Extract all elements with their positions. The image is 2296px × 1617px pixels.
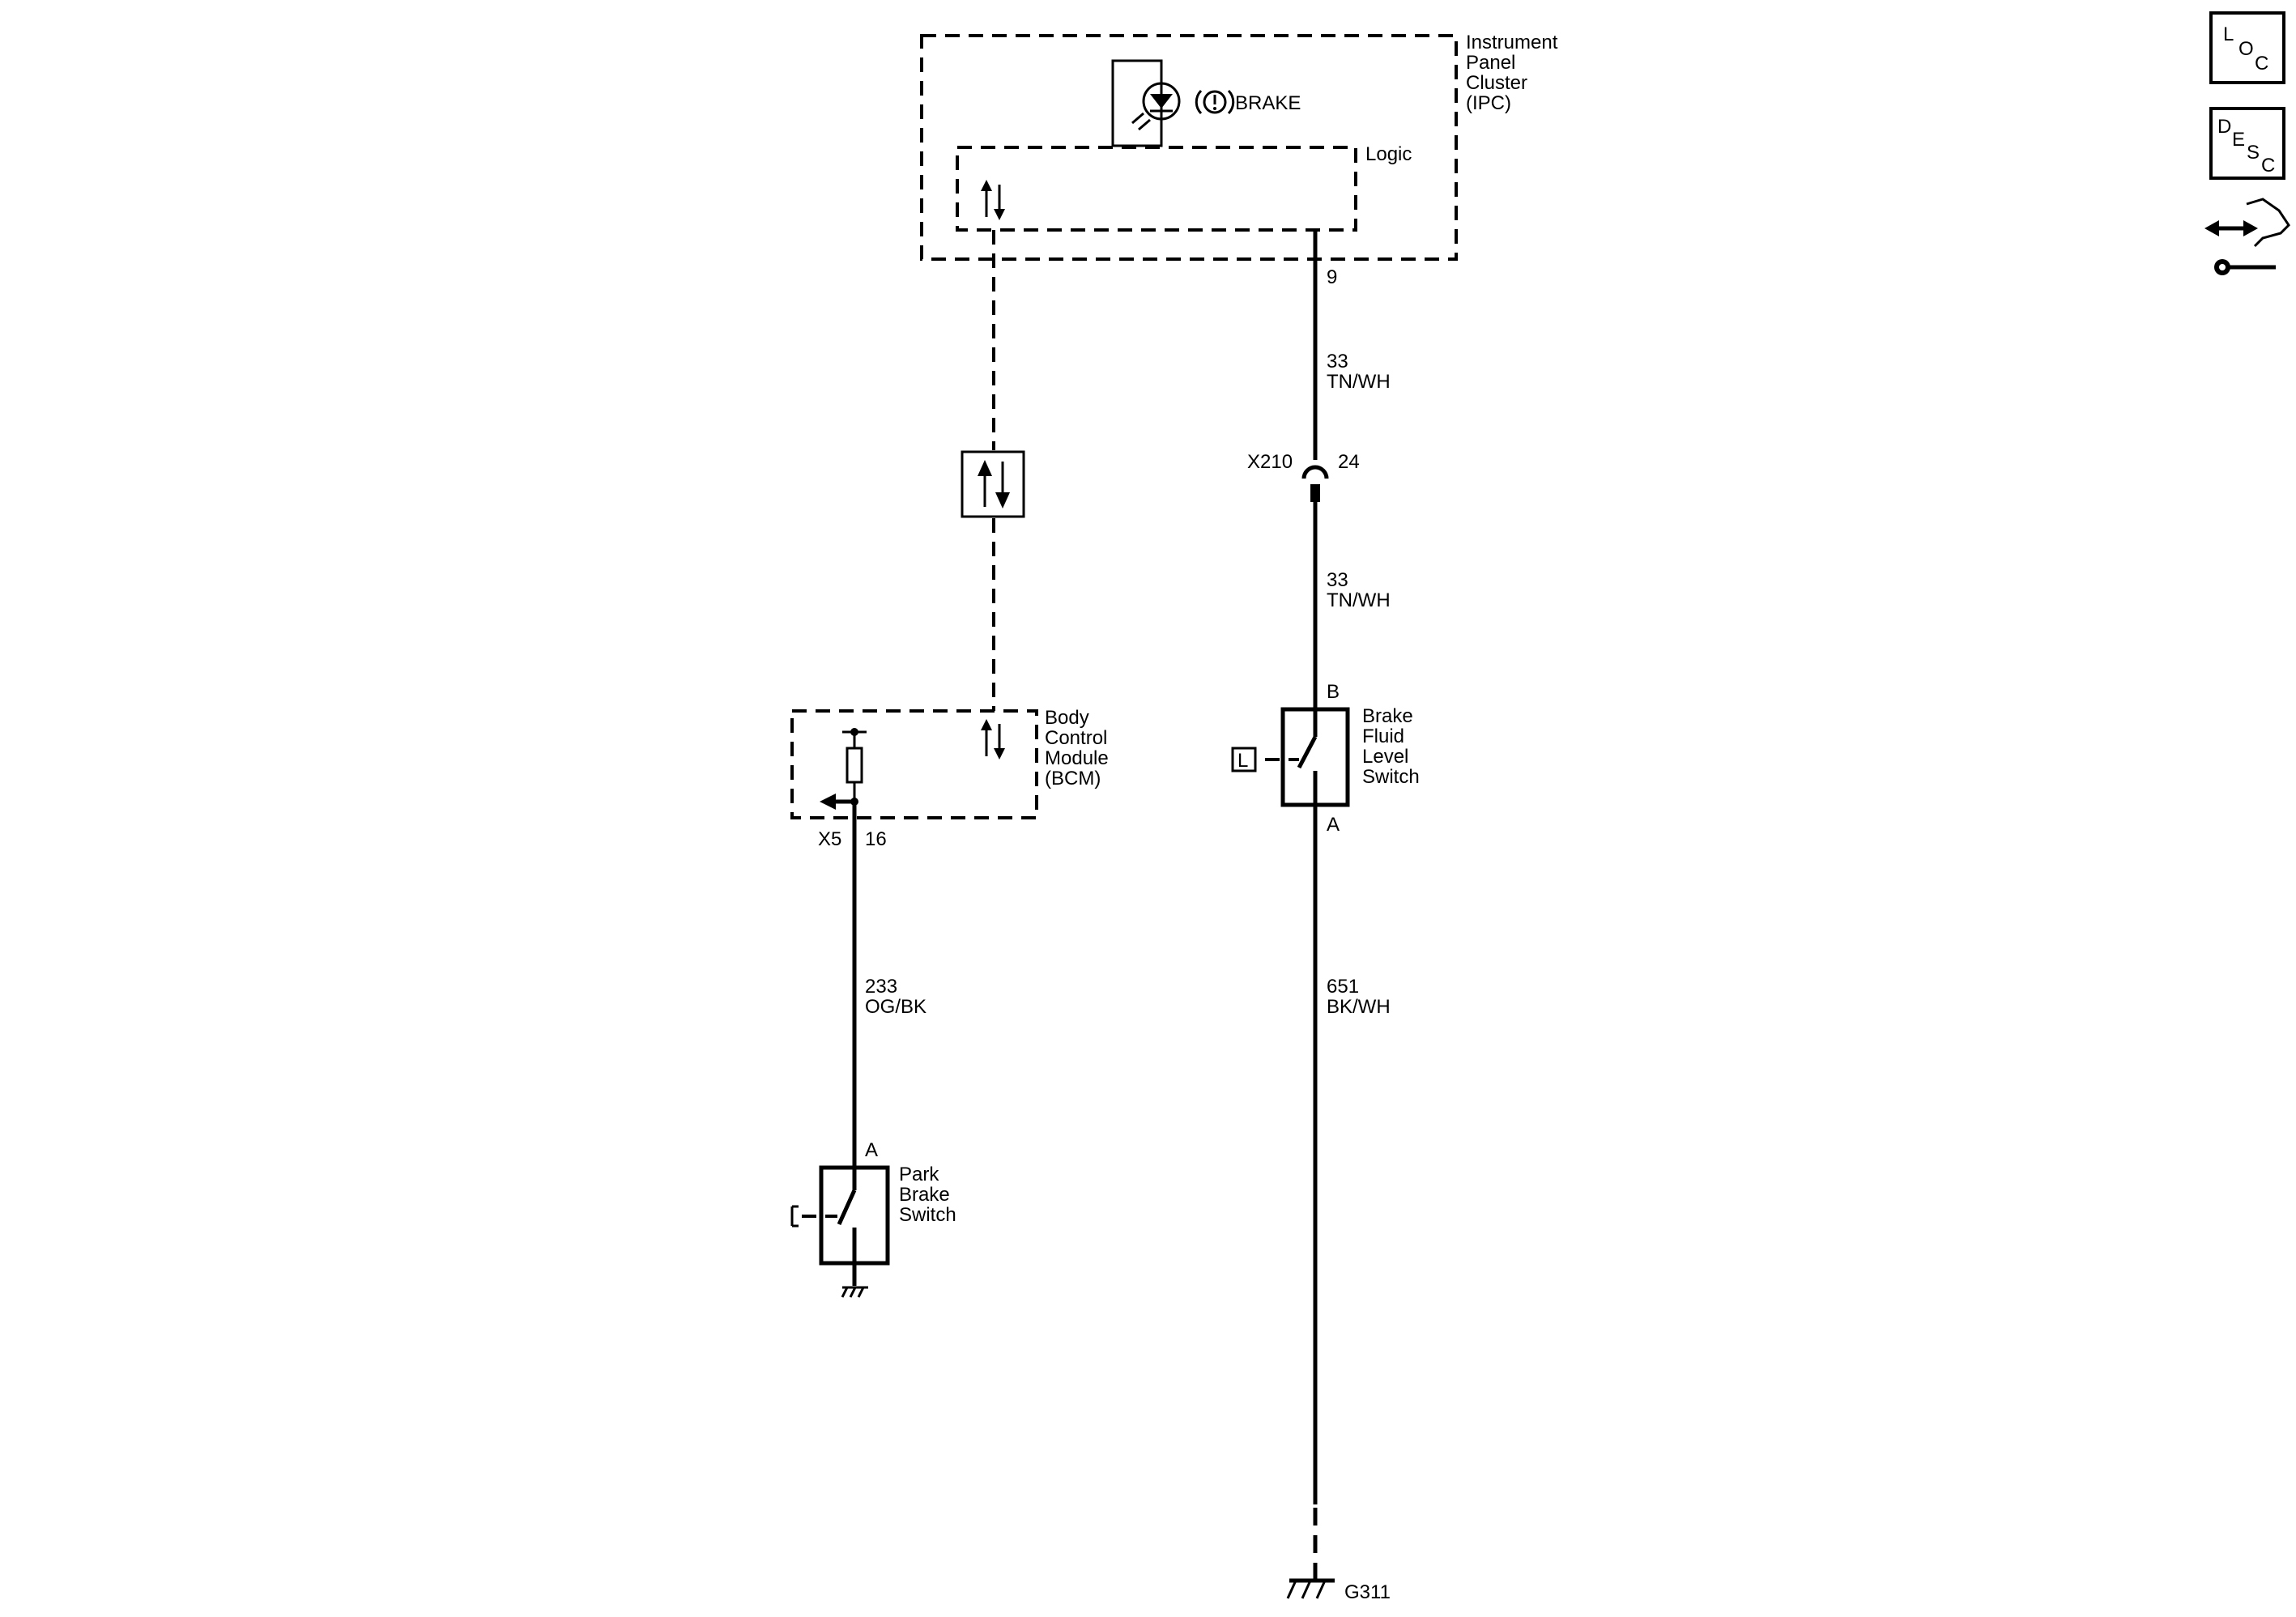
ground-g311-label: G311: [1344, 1581, 1391, 1603]
park-brake-switch[interactable]: A Park Brake Switch: [790, 1139, 956, 1298]
ipc-pin-9: 9: [1327, 266, 1337, 288]
bcm-name-line-3: Module: [1045, 747, 1109, 769]
loc-button[interactable]: L O C: [2209, 11, 2285, 84]
x210-pin: 24: [1338, 451, 1360, 473]
ipc-name-line-4: (IPC): [1466, 92, 1511, 114]
wire-color-ipc-x210: TN/WH: [1327, 371, 1391, 393]
brake-fluid-level-switch[interactable]: B A L Brake Fluid Level Switch: [1231, 681, 1420, 836]
x210-name: X210: [1247, 451, 1293, 473]
brake-indicator-label: BRAKE: [1235, 92, 1301, 114]
bcm-name-line-2: Control: [1045, 727, 1107, 749]
bcm-connector-x5: X5: [818, 828, 841, 850]
case-ground-icon: [841, 1286, 868, 1298]
fluid-switch-pin-a: A: [1327, 814, 1340, 836]
serial-data-arrows-icon: [981, 180, 1005, 220]
park-switch-name-3: Switch: [899, 1204, 956, 1226]
ipc-name-line-2: Panel: [1466, 52, 1515, 74]
bcm-name-line-1: Body: [1045, 707, 1089, 729]
wire-circuit-x210-switch: 33: [1327, 569, 1348, 591]
wire-circuit-ipc-x210: 33: [1327, 351, 1348, 372]
connector-repair-icon[interactable]: [2204, 198, 2290, 275]
desc-letter-d: D: [2217, 116, 2231, 138]
desc-letter-e: E: [2232, 129, 2245, 151]
location-icon: L O C: [2223, 23, 2268, 74]
wire-color-switch-ground: BK/WH: [1327, 996, 1391, 1018]
ipc-name-line-1: Instrument: [1466, 32, 1558, 53]
bcm-serial-data-arrows-icon: [981, 719, 1005, 760]
loc-letter-o: O: [2238, 38, 2254, 60]
brake-indicator-lamp: BRAKE: [1111, 59, 1301, 147]
desc-letter-c: C: [2261, 155, 2275, 177]
desc-button[interactable]: D E S C: [2209, 107, 2285, 180]
description-icon: D E S C: [2217, 116, 2275, 177]
bcm-pin-16: 16: [865, 828, 887, 850]
desc-letter-s: S: [2247, 142, 2260, 164]
fluid-switch-name-4: Switch: [1362, 766, 1420, 788]
body-control-module[interactable]: Body Control Module (BCM) X5 16: [790, 707, 1109, 850]
wire-circuit-bcm-park: 233: [865, 976, 897, 998]
loc-letter-c: C: [2255, 53, 2268, 74]
serial-data-link: [961, 230, 1025, 711]
x210-connector[interactable]: X210 24: [1247, 451, 1360, 502]
park-switch-name-1: Park: [899, 1164, 939, 1185]
bcm-name-line-4: (BCM): [1045, 768, 1101, 789]
float-level-tag-icon: L: [1231, 747, 1257, 772]
loc-letter-l: L: [2223, 23, 2234, 45]
instrument-panel-cluster[interactable]: Instrument Panel Cluster (IPC) BRAKE: [920, 32, 1558, 261]
bcm-input-arrow-icon: [820, 794, 854, 810]
bcm-pullup-resistor: [842, 728, 867, 806]
fluid-switch-name-2: Fluid: [1362, 726, 1404, 747]
park-switch-pin-a: A: [865, 1139, 878, 1161]
ipc-name-line-3: Cluster: [1466, 72, 1527, 94]
fluid-switch-name-3: Level: [1362, 746, 1408, 768]
wire-color-x210-switch: TN/WH: [1327, 589, 1391, 611]
park-switch-name-2: Brake: [899, 1184, 950, 1206]
ground-g311[interactable]: G311: [1286, 1578, 1391, 1603]
logic-label: Logic: [1365, 143, 1412, 165]
serial-data-icon: [961, 450, 1025, 518]
mechanical-actuator-icon: [790, 1205, 799, 1228]
led-emission-icon: [1131, 112, 1151, 131]
fluid-switch-name-1: Brake: [1362, 705, 1413, 727]
fluid-switch-pin-b: B: [1327, 681, 1340, 703]
float-level-tag: L: [1237, 750, 1248, 772]
wire-circuit-switch-ground: 651: [1327, 976, 1359, 998]
brake-warning-icon: [1195, 89, 1235, 115]
wire-color-bcm-park: OG/BK: [865, 996, 926, 1018]
